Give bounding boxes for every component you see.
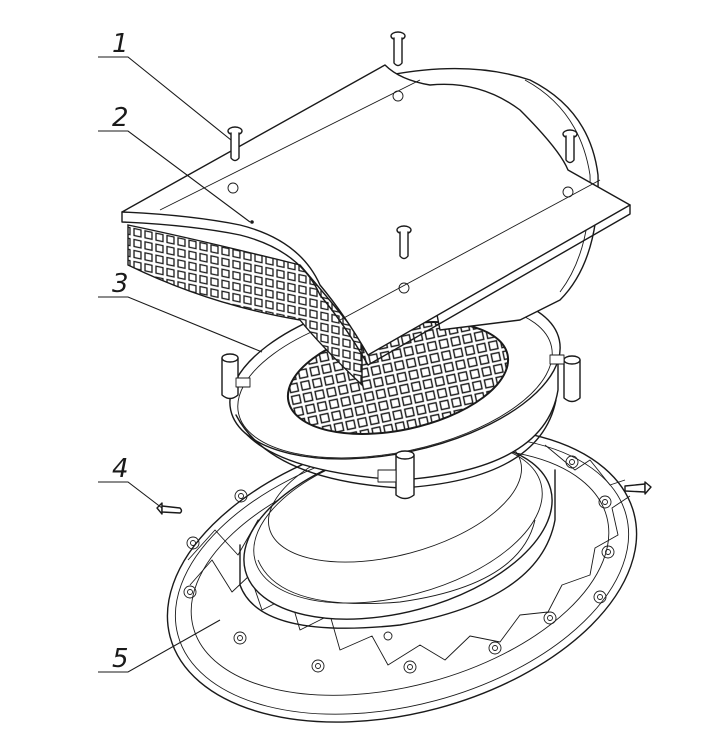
callout-3: 3 [112,269,129,299]
callout-4: 4 [112,454,129,484]
vent-cap [121,64,631,387]
upper-screws [227,31,578,260]
callout-5: 5 [112,644,129,674]
callout-2: 2 [112,103,129,133]
callout-numbers: 1 2 3 4 5 [112,29,129,674]
callout-leaders [98,56,263,673]
screw-icon [227,126,243,162]
flange-holes [183,455,615,674]
side-screws [156,481,652,515]
ring-posts [221,353,581,500]
screw-icon [624,481,652,495]
screw-icon [156,502,183,515]
screw-icon [390,31,406,67]
screw-icon [562,129,578,164]
screw-icon [396,225,412,260]
callout-1: 1 [112,29,129,59]
